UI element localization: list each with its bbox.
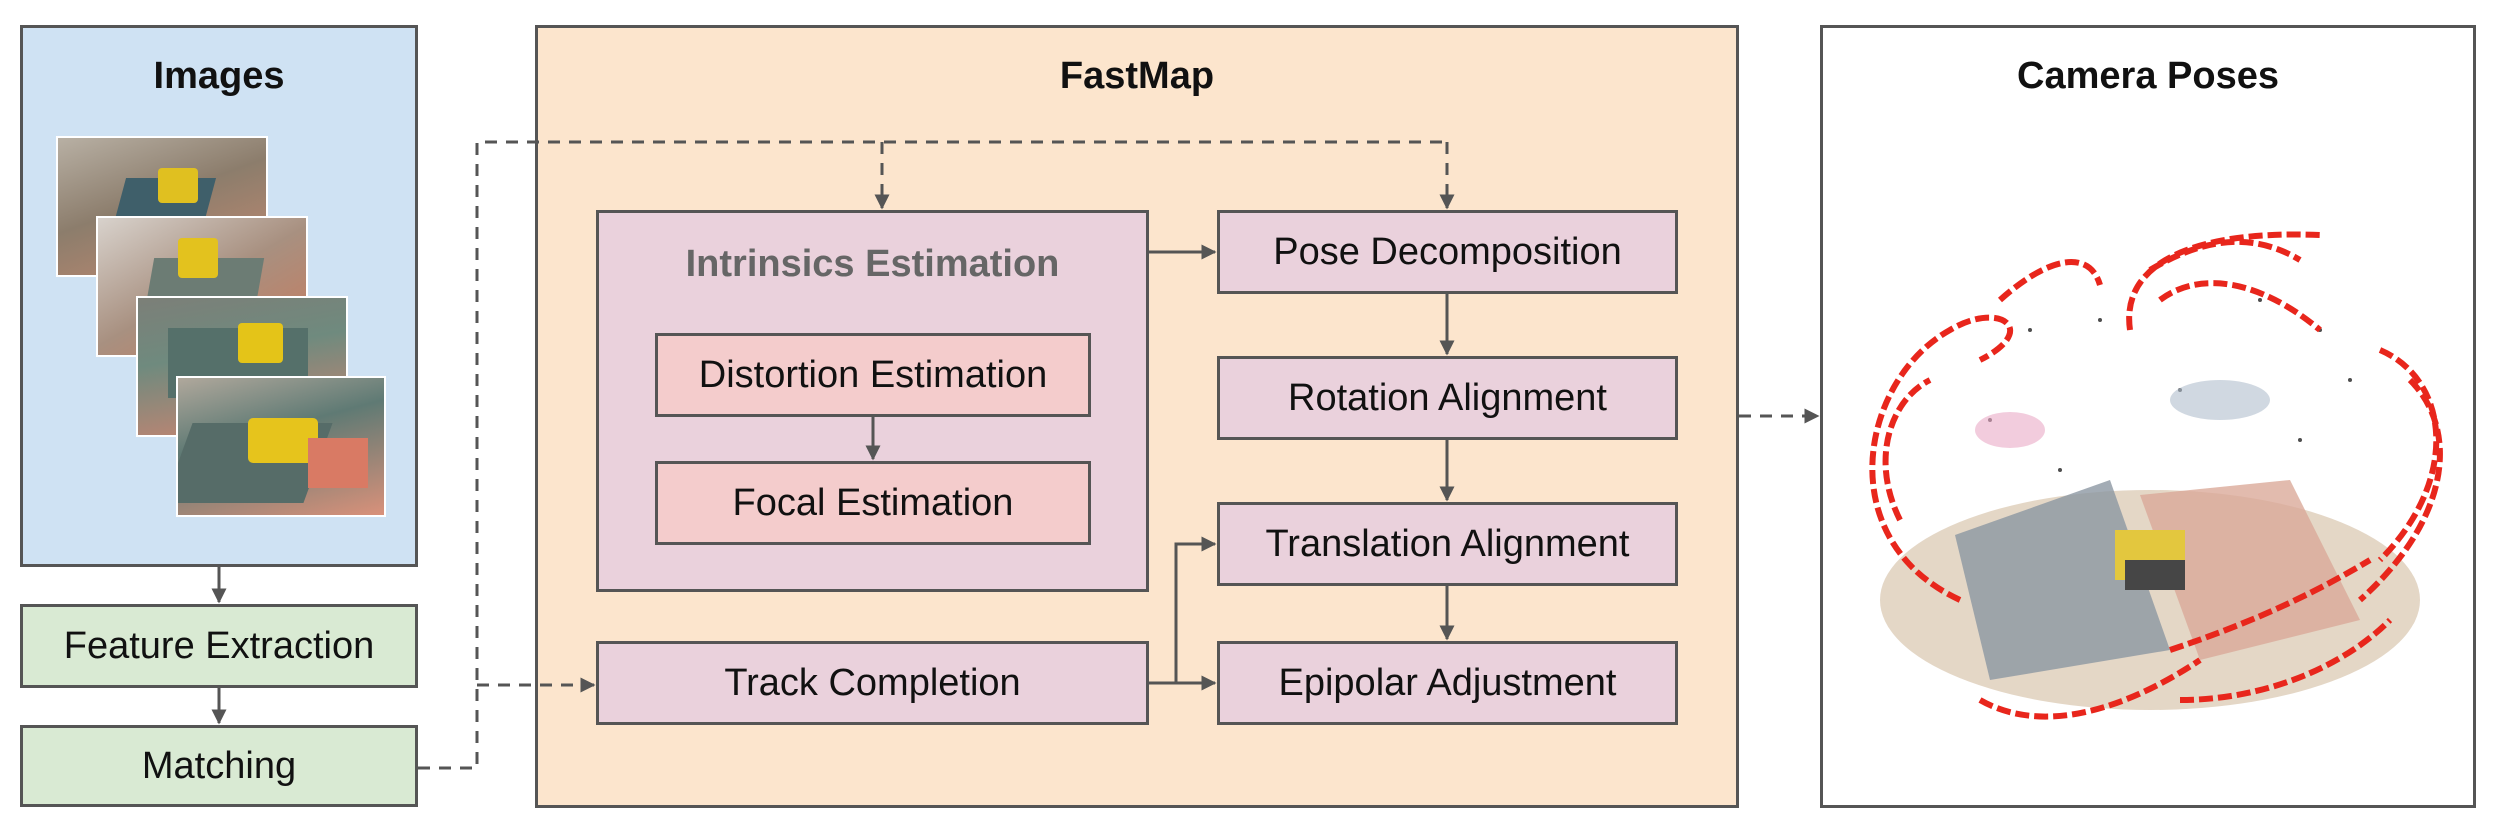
- intrinsics-estimation-title: Intrinsics Estimation: [685, 243, 1060, 285]
- point-cloud: [1880, 298, 2420, 710]
- fastmap-panel-title: FastMap: [1059, 55, 1215, 97]
- rotation-alignment-box: Rotation Alignment: [1217, 356, 1678, 440]
- feature-extraction-box: Feature Extraction: [20, 604, 418, 688]
- dashed-matching-to-fastmap: [418, 140, 1447, 770]
- arrow-track-to-translation: [1174, 536, 1217, 683]
- pose-decomposition-box: Pose Decomposition: [1217, 210, 1678, 294]
- epipolar-adjustment-box: Epipolar Adjustment: [1217, 641, 1678, 725]
- track-completion-box: Track Completion: [596, 641, 1149, 725]
- matching-box: Matching: [20, 725, 418, 807]
- input-photo-4: [176, 376, 386, 517]
- images-panel-title: Images: [153, 55, 285, 97]
- camera-frustums: [1869, 231, 2443, 720]
- camera-poses-panel: Camera Poses: [1820, 25, 2476, 808]
- focal-estimation-box: Focal Estimation: [655, 461, 1091, 545]
- translation-alignment-box: Translation Alignment: [1217, 502, 1678, 586]
- camera-poses-panel-title: Camera Poses: [2017, 55, 2279, 97]
- distortion-estimation-box: Distortion Estimation: [655, 333, 1091, 417]
